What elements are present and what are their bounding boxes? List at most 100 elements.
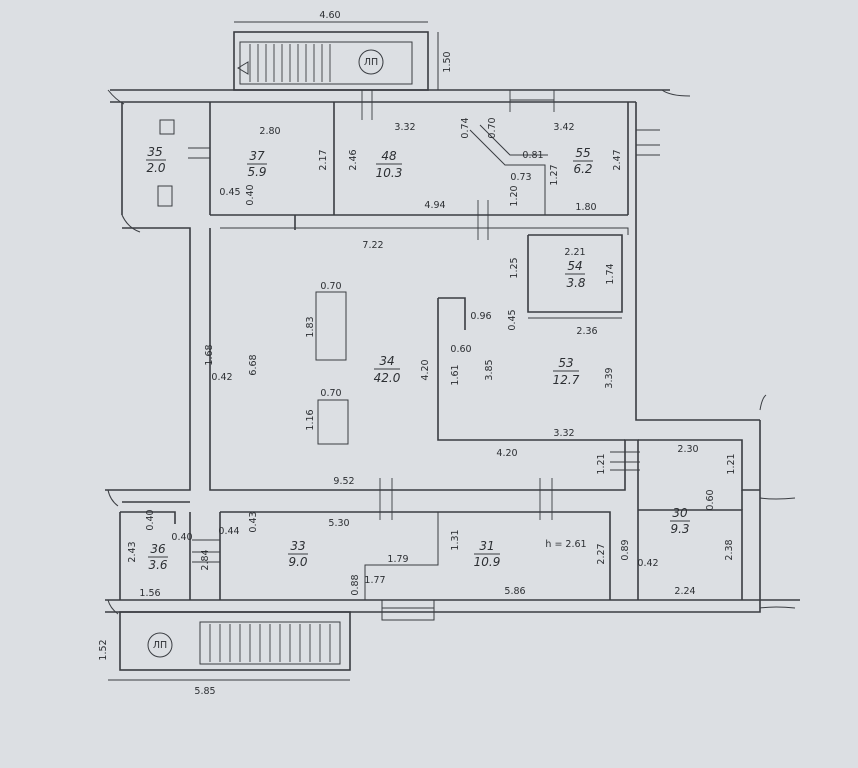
room-number: 33 — [290, 539, 305, 553]
room-34: 34 42.0 — [374, 354, 401, 385]
dim-0-70: 0.70 — [320, 281, 341, 292]
dim-0-60: 0.60 — [705, 489, 716, 510]
dim-2-21: 2.21 — [564, 247, 585, 258]
interior-walls — [107, 89, 796, 621]
dim-1-25: 1.25 — [509, 257, 520, 278]
dim-2-17: 2.17 — [318, 149, 329, 170]
room-area: 3.6 — [148, 558, 167, 572]
dim-1-50: 1.50 — [442, 51, 453, 72]
dim-1-21: 1.21 — [596, 453, 607, 474]
dim-0-74: 0.74 — [460, 117, 471, 138]
room-31: 31 10.9 — [474, 539, 501, 569]
dim-1-77: 1.77 — [364, 575, 385, 586]
dim-1-31: 1.31 — [450, 529, 461, 550]
room-number: 53 — [558, 356, 573, 370]
dim-1-16: 1.16 — [305, 409, 316, 430]
dim-0-81: 0.81 — [522, 150, 543, 161]
dim-0-44: 0.44 — [218, 526, 239, 537]
room-number: 35 — [147, 145, 162, 159]
dim-1-79: 1.79 — [387, 554, 408, 565]
room-number: 55 — [575, 146, 590, 160]
dim-2-46: 2.46 — [348, 149, 359, 170]
dim-1-27: 1.27 — [549, 164, 560, 185]
dim-2-47: 2.47 — [612, 149, 623, 170]
dim-1-56: 1.56 — [139, 588, 160, 599]
dim-0-43: 0.43 — [248, 511, 259, 532]
dim-2-30: 2.30 — [677, 444, 698, 455]
dim-1-68: 1.68 — [204, 344, 215, 365]
dim-2-27: 2.27 — [596, 543, 607, 564]
ceiling-height: h = 2.61 — [545, 539, 586, 550]
stair-label-top: ЛП — [364, 57, 378, 68]
dim-0-89: 0.89 — [620, 539, 631, 560]
room-35: 35 2.0 — [146, 145, 166, 175]
dim-4-94: 4.94 — [424, 200, 445, 211]
room-33: 33 9.0 — [288, 539, 308, 569]
room-area: 2.0 — [146, 161, 165, 175]
dim-1-52: 1.52 — [98, 639, 109, 660]
stair-label-bottom: ЛП — [153, 640, 167, 651]
room-number: 37 — [249, 149, 265, 163]
bottom-stair-block: ЛП 5.85 1.52 1.56 — [98, 588, 351, 697]
dim-1-74: 1.74 — [605, 263, 616, 284]
room-number: 54 — [567, 259, 582, 273]
room-area: 10.9 — [474, 555, 501, 569]
dim-1-80: 1.80 — [575, 202, 596, 213]
dim-0-60: 0.60 — [450, 344, 471, 355]
room-55: 55 6.2 — [573, 146, 593, 176]
dim-2-80: 2.80 — [259, 126, 280, 137]
dim-0-73: 0.73 — [510, 172, 531, 183]
room-area: 9.3 — [670, 522, 689, 536]
room-number: 34 — [379, 354, 394, 368]
dim-0-40: 0.40 — [245, 184, 256, 205]
room-area: 6.2 — [573, 162, 592, 176]
dim-3-42: 3.42 — [553, 122, 574, 133]
outer-walls — [105, 89, 800, 613]
dim-1-21: 1.21 — [726, 453, 737, 474]
dim-0-42: 0.42 — [637, 558, 658, 569]
dim-4-60: 4.60 — [319, 10, 340, 21]
room-36: 36 3.6 — [148, 542, 168, 572]
room-number: 48 — [381, 149, 397, 163]
dim-9-52: 9.52 — [333, 476, 354, 487]
dim-0-42: 0.42 — [211, 372, 232, 383]
dim-2-43: 2.43 — [127, 541, 138, 562]
room-number: 36 — [150, 542, 166, 556]
dim-0-70: 0.70 — [487, 117, 498, 138]
dim-0-40: 0.40 — [171, 532, 192, 543]
dim-0-96: 0.96 — [470, 311, 491, 322]
dim-0-88: 0.88 — [350, 574, 361, 595]
dim-7-22: 7.22 — [362, 240, 383, 251]
dim-4-20: 4.20 — [496, 448, 517, 459]
dim-2-36: 2.36 — [576, 326, 597, 337]
room-53: 53 12.7 — [553, 356, 580, 387]
dim-3-32: 3.32 — [394, 122, 415, 133]
dim-0-70: 0.70 — [320, 388, 341, 399]
dim-4-20: 4.20 — [420, 359, 431, 380]
dim-1-20: 1.20 — [509, 185, 520, 206]
dim-5-85: 5.85 — [194, 686, 215, 697]
dim-2-84: 2.84 — [200, 549, 211, 570]
room-37: 37 5.9 — [247, 149, 267, 179]
room-area: 3.8 — [566, 276, 585, 290]
room-54: 54 3.8 — [565, 259, 586, 290]
dim-1-61: 1.61 — [450, 364, 461, 385]
room-number: 31 — [479, 539, 494, 553]
dim-0-40: 0.40 — [145, 509, 156, 530]
dim-1-83: 1.83 — [305, 316, 316, 337]
dim-0-45: 0.45 — [507, 309, 518, 330]
room-area: 9.0 — [288, 555, 307, 569]
room-number: 30 — [672, 506, 688, 520]
room-area: 10.3 — [376, 166, 403, 180]
room-area: 42.0 — [374, 371, 401, 385]
top-stair-block: ЛП 4.60 1.50 — [233, 10, 453, 91]
dim-3-32: 3.32 — [553, 428, 574, 439]
dim-5-86: 5.86 — [504, 586, 525, 597]
room-area: 12.7 — [553, 373, 580, 387]
dim-2-24: 2.24 — [674, 586, 695, 597]
dim-5-30: 5.30 — [328, 518, 349, 529]
dim-6-68: 6.68 — [248, 354, 259, 375]
room-30: 30 9.3 — [670, 506, 690, 536]
